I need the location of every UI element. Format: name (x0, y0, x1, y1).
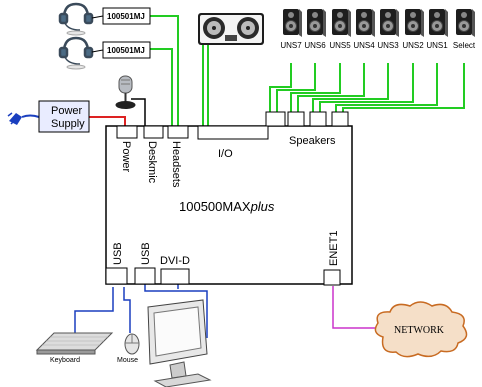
mic-wire (131, 98, 146, 126)
mouse-icon (124, 333, 140, 355)
device-model-label: 100500MAXplus (179, 199, 275, 214)
keyboard-label: Keyboard (50, 357, 80, 364)
headset-unit-2-label: 100501MJ (107, 46, 145, 55)
speaker-label: UNS5 (329, 41, 351, 50)
dvi-port (160, 268, 190, 285)
speaker-wires (269, 63, 465, 112)
speaker-uns6: UNS6 (304, 9, 326, 50)
headset-wires (150, 15, 179, 126)
network-wire (332, 286, 378, 329)
speaker-uns2: UNS2 (402, 9, 424, 50)
enet-port (323, 269, 341, 286)
speaker-ports (265, 111, 349, 127)
speaker-label: UNS2 (402, 41, 424, 50)
speaker-label: Select (453, 41, 476, 50)
speaker-uns5: UNS5 (329, 9, 351, 50)
speaker-label: UNS1 (426, 41, 448, 50)
speaker-icon (456, 9, 475, 37)
speaker-icon (332, 9, 351, 37)
power-wire (89, 116, 126, 126)
speaker-uns1: UNS1 (426, 9, 448, 50)
usb-wires (74, 287, 131, 333)
power-plug-wire (21, 114, 40, 118)
speaker-icon (380, 9, 399, 37)
io-port (197, 125, 269, 140)
headset-icon (58, 36, 94, 70)
headsets-port (167, 125, 189, 139)
headset-icon (58, 2, 94, 36)
power-supply: Power Supply (7, 100, 90, 133)
headset-unit-1: 100501MJ (58, 2, 151, 36)
speaker-uns3: UNS3 (377, 9, 399, 50)
network-label: NETWORK (394, 325, 445, 336)
speaker-icon (283, 9, 302, 37)
power-supply-label-line1: Power (51, 105, 83, 117)
headset-unit-2-box (102, 41, 151, 59)
speaker-icon (429, 9, 448, 37)
keyboard-icon (35, 332, 114, 355)
io-port-label: I/O (218, 148, 233, 160)
speaker-icon (307, 9, 326, 37)
io-wires (202, 44, 209, 126)
speakers-port-label: Speakers (289, 135, 336, 147)
speaker-uns7: UNS7 (280, 9, 302, 50)
speaker-icon (356, 9, 375, 37)
headset-unit-1-box (102, 7, 151, 25)
power-port-label: Power (120, 141, 132, 173)
device-model-main: 100500MAX (179, 199, 251, 214)
headset-unit-2: 100501MJ (58, 36, 151, 70)
dvi-port-label: DVI-D (160, 255, 190, 267)
usb1-port-label: USB (112, 242, 124, 265)
reel-to-reel-recorder-icon (198, 13, 264, 45)
network-cloud-icon (374, 301, 468, 358)
speaker-label: UNS3 (377, 41, 399, 50)
mouse-label: Mouse (117, 357, 138, 364)
speaker-select: Select (453, 9, 476, 50)
headset-unit-1-label: 100501MJ (107, 12, 145, 21)
speaker-label: UNS4 (353, 41, 375, 50)
power-plug-icon (7, 112, 22, 125)
speaker-icon (405, 9, 424, 37)
speaker-label: UNS6 (304, 41, 326, 50)
usb2-port (134, 267, 156, 285)
device-model-suffix: plus (250, 199, 275, 214)
speaker-uns4: UNS4 (353, 9, 375, 50)
monitor-icon (147, 299, 212, 387)
desk-microphone-icon (115, 75, 136, 109)
speaker-label: UNS7 (280, 41, 302, 50)
headsets-port-label: Headsets (170, 141, 182, 188)
main-device-box (105, 125, 353, 285)
power-supply-box (38, 100, 90, 133)
usb2-port-label: USB (140, 242, 152, 265)
deskmic-port (143, 125, 164, 139)
deskmic-port-label: Deskmic (146, 141, 158, 184)
power-supply-label-line2: Supply (51, 118, 85, 130)
power-port (116, 125, 138, 139)
usb1-port (105, 267, 128, 285)
enet-port-label: ENET1 (328, 231, 340, 266)
